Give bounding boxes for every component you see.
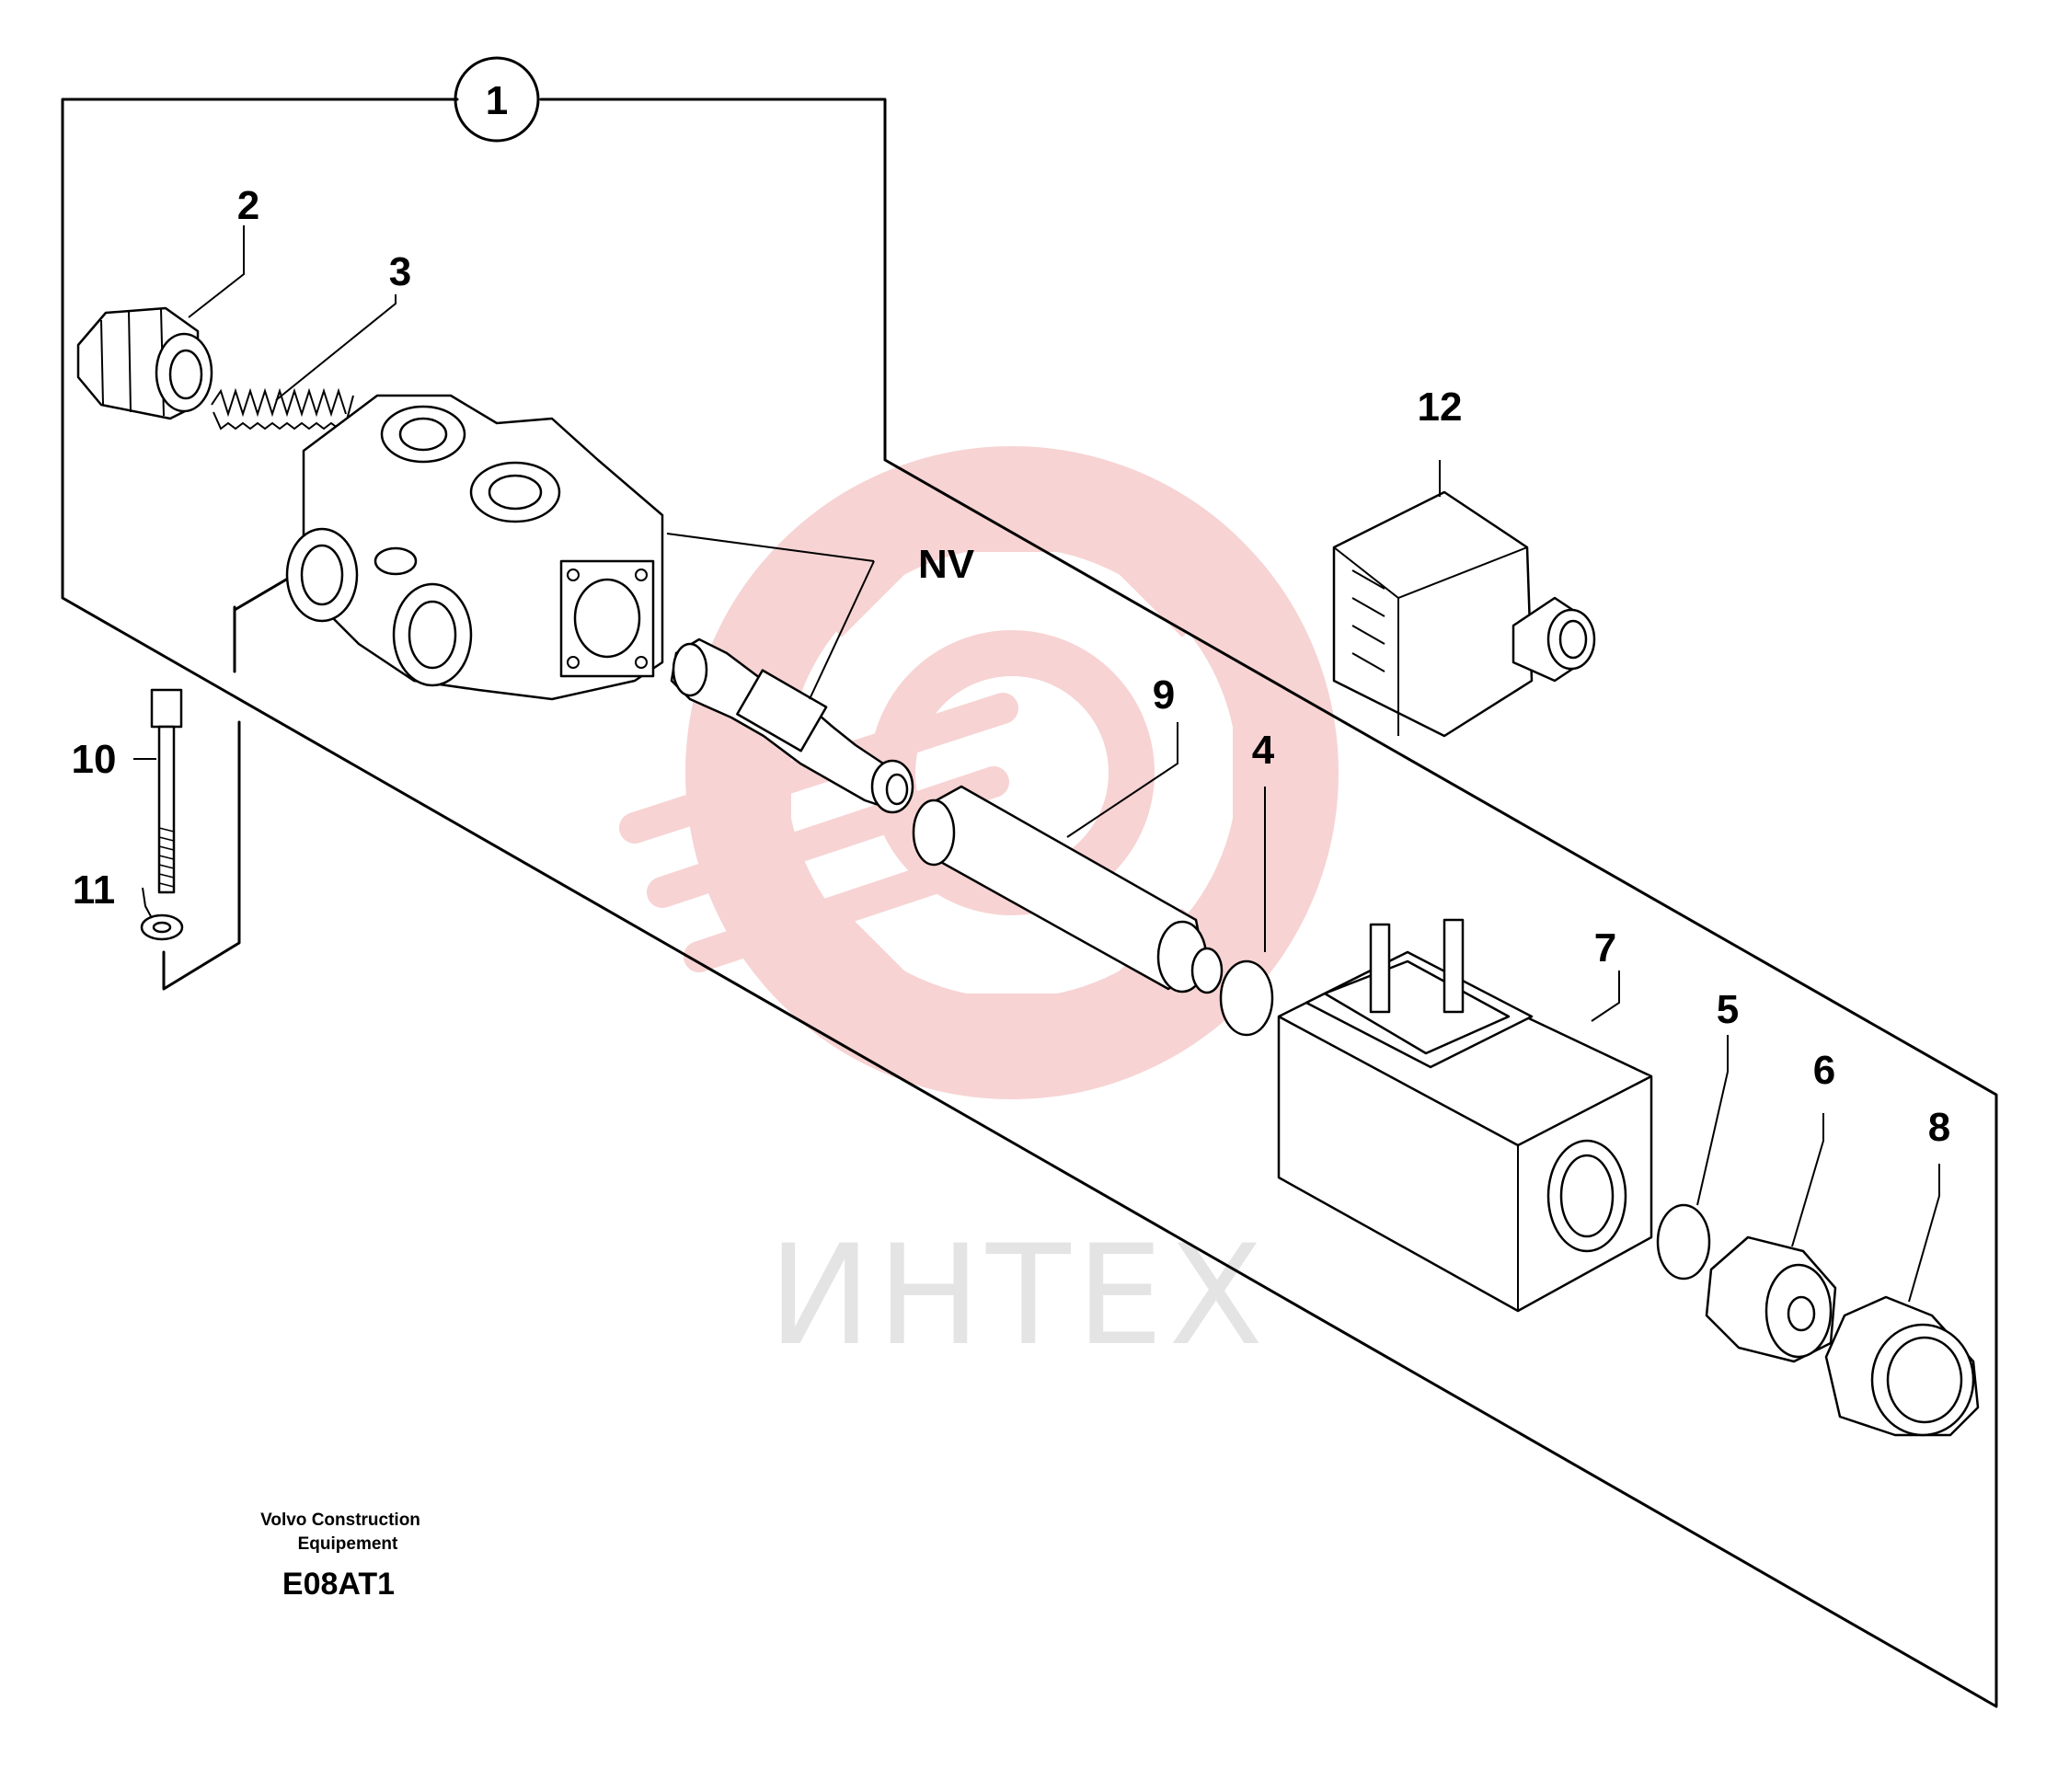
part-nut (1705, 1235, 1837, 1363)
credit-line-1: Volvo Construction (260, 1511, 420, 1530)
callout-8: 8 (1928, 1105, 1950, 1150)
part-bolt (150, 688, 183, 894)
part-spring (211, 387, 354, 431)
part-solenoid-coil (1277, 918, 1653, 1313)
callout-3: 3 (389, 249, 411, 294)
callout-nv: NV (918, 542, 975, 587)
callout-circle-1 (454, 56, 540, 143)
callout-5: 5 (1717, 987, 1739, 1032)
part-washer (140, 913, 184, 941)
part-knob (76, 306, 213, 420)
callout-12: 12 (1418, 385, 1463, 430)
callout-4: 4 (1252, 728, 1275, 773)
credit-line-2: Equipement (298, 1534, 398, 1554)
part-o-ring-5 (1656, 1203, 1711, 1281)
callout-1: 1 (486, 78, 508, 123)
leader-lines (133, 225, 1940, 1303)
part-cap (1824, 1295, 1980, 1437)
callout-11: 11 (73, 867, 116, 913)
part-connector-plug (1332, 490, 1596, 738)
callout-2: 2 (237, 183, 259, 228)
part-valve-body (285, 394, 664, 701)
figure-code: E08AT1 (282, 1567, 395, 1602)
part-spool (670, 638, 914, 814)
assembly-frame (61, 98, 1998, 1708)
part-o-ring-4 (1219, 959, 1274, 1037)
callout-6: 6 (1813, 1048, 1835, 1093)
callout-9: 9 (1153, 672, 1175, 718)
bracket-bolt-group (162, 720, 241, 991)
part-armature-tube (912, 785, 1224, 994)
watermark-text: ИНТЕХ (768, 1216, 1269, 1376)
callout-10: 10 (72, 737, 117, 782)
callout-7: 7 (1594, 925, 1616, 971)
